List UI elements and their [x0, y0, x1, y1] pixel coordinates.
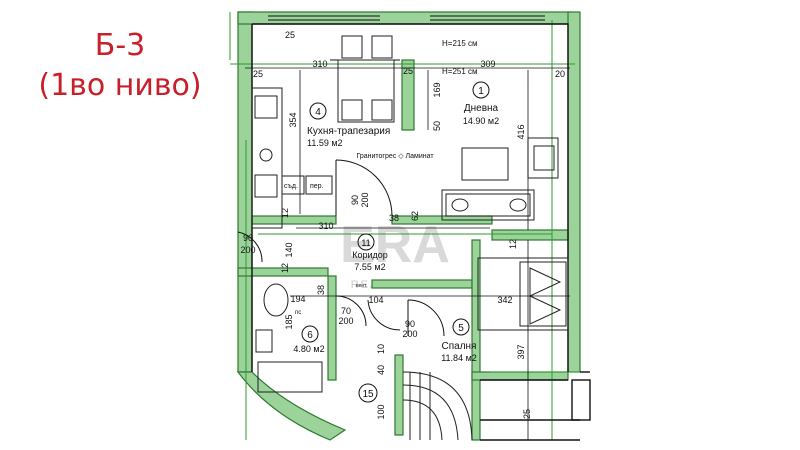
room-number: 1	[478, 86, 484, 97]
room-name: Коридор	[352, 250, 388, 260]
dim: 185	[284, 314, 294, 329]
appliance-label-2: пер.	[310, 183, 324, 190]
dim: 342	[497, 295, 512, 305]
dim: 38	[316, 285, 326, 295]
room-6: 6 4.80 м2	[293, 325, 325, 354]
room-number: 6	[307, 330, 313, 341]
dim: 309	[480, 59, 495, 69]
room-15: 15	[358, 383, 378, 403]
room-number: 15	[362, 389, 374, 400]
vent-label: вент.	[356, 283, 367, 289]
dim: 169	[432, 82, 442, 97]
dim: 25	[403, 66, 413, 76]
dim: 200	[338, 316, 353, 326]
room-area: 4.80 м2	[293, 344, 324, 354]
dim: 25	[285, 30, 295, 40]
room-number: 11	[361, 238, 370, 248]
dim: 12	[280, 208, 290, 218]
room-number: 4	[315, 107, 321, 118]
boundary-lines	[229, 12, 580, 440]
floor-change-label: Гранитогрес ◇ Ламинат	[356, 153, 434, 160]
dim: 38	[389, 213, 399, 223]
room-5: 5 Спалня 11.84 м2	[441, 318, 477, 363]
dimension-lines	[245, 67, 570, 440]
dim: 140	[284, 242, 294, 257]
dim: 40	[376, 365, 386, 375]
room-name: Спалня	[442, 341, 477, 352]
dim: 100	[376, 404, 386, 419]
dim: 12	[280, 263, 290, 273]
dim: 200	[360, 192, 370, 207]
dim: 200	[402, 329, 417, 339]
ceiling-height-2: H=251 см	[442, 67, 478, 76]
dim: 310	[318, 221, 333, 231]
bath-label: пс	[295, 310, 301, 316]
plan-title: Б-3	[94, 28, 146, 63]
room-number: 5	[458, 323, 464, 334]
dim: 310	[312, 59, 327, 69]
door-swings	[237, 159, 445, 337]
dim: 50	[432, 121, 442, 131]
room-name: Кухня-трапезария	[307, 126, 390, 137]
chair	[341, 35, 363, 59]
walls	[236, 11, 581, 441]
room-area: 14.90 м2	[463, 116, 499, 126]
dim: 12	[508, 239, 518, 249]
room-area: 11.84 м2	[441, 353, 477, 363]
dim: 70	[341, 306, 351, 316]
dim: 20	[555, 69, 565, 79]
dim: 25	[253, 69, 263, 79]
room-1: 1 Дневна 14.90 м2	[463, 81, 499, 126]
furniture	[251, 35, 569, 441]
dim: 200	[240, 245, 255, 255]
dim: 10	[376, 344, 386, 354]
dim: 25	[522, 409, 532, 419]
dim: 90	[350, 195, 360, 205]
dim: 416	[516, 124, 526, 139]
room-name: Дневна	[464, 103, 499, 114]
dim: 90	[405, 319, 415, 329]
room-area: 7.55 м2	[354, 262, 385, 272]
dim: 397	[516, 344, 526, 359]
ceiling-height-1: H=215 см	[442, 39, 478, 48]
dim: 104	[368, 295, 383, 305]
room-11: 11 Коридор 7.55 м2	[352, 233, 388, 272]
dim: 90	[243, 233, 253, 243]
room-area: 11.59 м2	[307, 138, 343, 148]
plan-level: (1во ниво)	[38, 68, 202, 103]
dim: 62	[410, 211, 420, 221]
appliance-label-1: съд.	[284, 183, 298, 190]
dim: 354	[288, 112, 298, 127]
dim: 194	[290, 294, 305, 304]
dimension-numbers: 310 309 25 25 25 20 354 169 50 416 397 3…	[240, 30, 565, 420]
room-4: 4 Кухня-трапезария 11.59 м2	[307, 102, 390, 148]
